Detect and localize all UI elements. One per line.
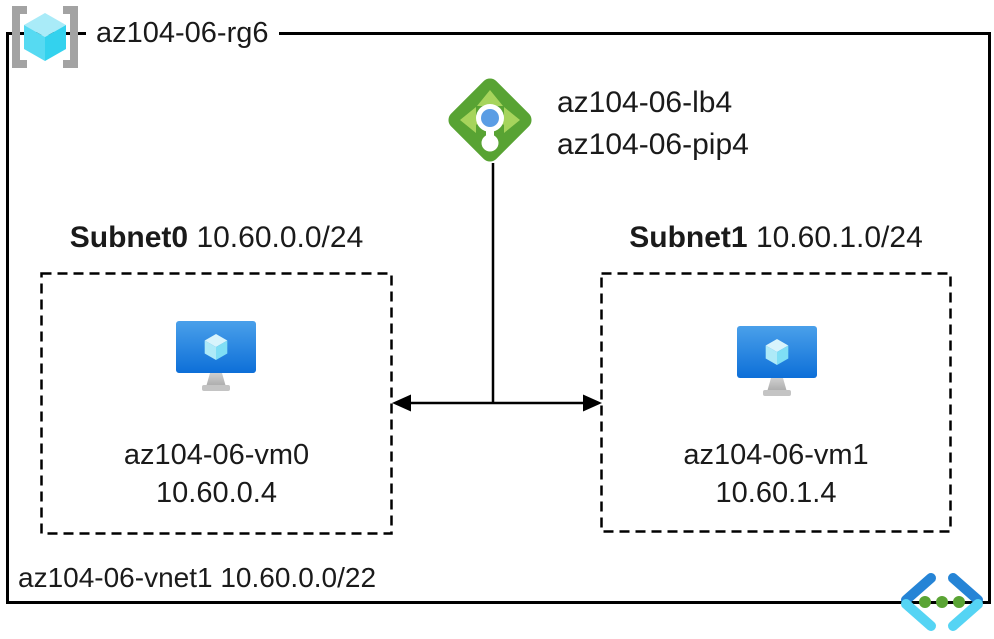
vm1-caption: az104-06-vm1 10.60.1.4 — [600, 436, 952, 512]
vm1-name: az104-06-vm1 — [683, 439, 869, 471]
subnet0-header: Subnet0 10.60.0.0/24 — [40, 221, 393, 255]
vm1-ip: 10.60.1.4 — [715, 477, 837, 509]
resource-group-label: az104-06-rg6 — [86, 13, 279, 54]
public-ip-name: az104-06-pip4 — [557, 128, 749, 161]
vm1-virtual-machine-icon — [737, 326, 817, 396]
resource-group-icon — [12, 6, 78, 68]
vm0-ip: 10.60.0.4 — [156, 477, 277, 509]
load-balancer-name: az104-06-lb4 — [557, 86, 733, 119]
vm0-name: az104-06-vm0 — [123, 439, 310, 471]
virtual-network-icon — [901, 573, 983, 631]
subnet1-header: Subnet1 10.60.1.0/24 — [600, 221, 952, 255]
subnet0-cidr: 10.60.0.0/24 — [196, 221, 364, 254]
load-balancer-labels: az104-06-lb4 az104-06-pip4 — [557, 82, 749, 166]
subnet0-name: Subnet0 — [69, 221, 189, 254]
lb-center-dot — [481, 109, 499, 127]
load-balancer-icon — [448, 78, 532, 162]
vm0-virtual-machine-icon — [176, 321, 256, 391]
subnet1-cidr: 10.60.1.0/24 — [755, 221, 923, 254]
subnet1-name: Subnet1 — [629, 221, 748, 254]
vnet-label: az104-06-vnet1 10.60.0.0/22 — [18, 562, 376, 594]
resource-group-box — [6, 32, 991, 604]
vnet-name: az104-06-vnet1 — [18, 562, 213, 593]
vm0-caption: az104-06-vm0 10.60.0.4 — [40, 436, 393, 512]
vnet-cidr: 10.60.0.0/22 — [220, 562, 377, 593]
